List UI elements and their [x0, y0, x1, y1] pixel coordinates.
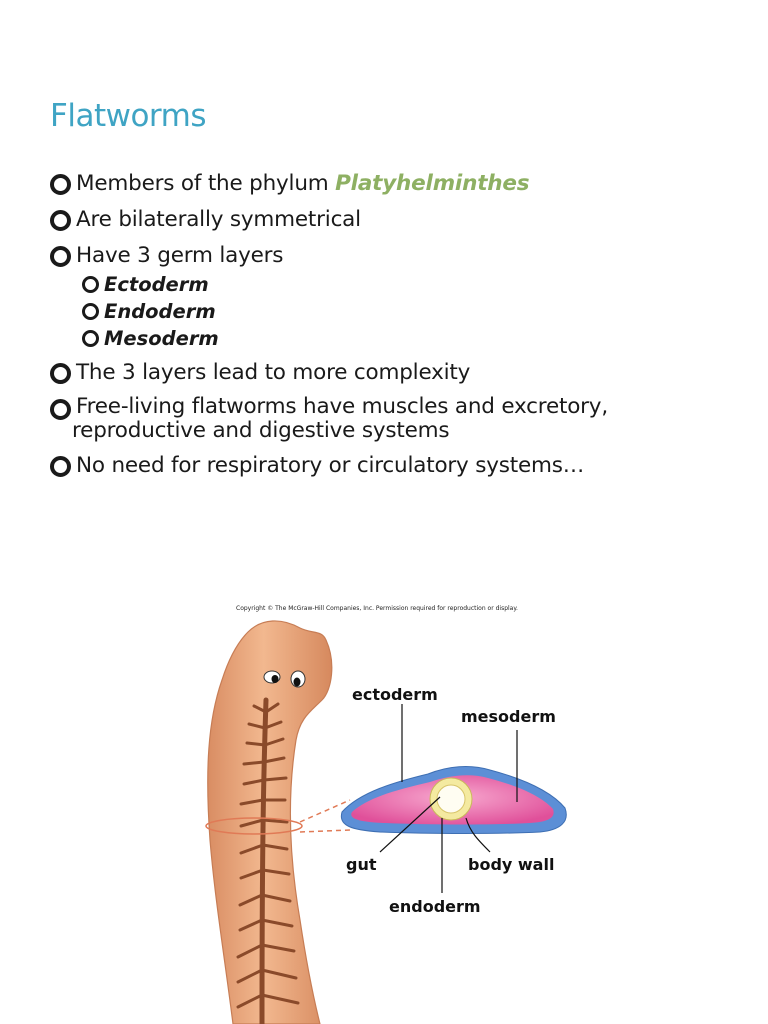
cross-section: [340, 766, 567, 834]
bullet-no-respiratory: No need for respiratory or circulatory s…: [50, 452, 750, 479]
flatworm-body: [207, 620, 333, 1024]
eye-icon: [263, 670, 281, 684]
sub-bullet-ring-icon: [82, 276, 99, 293]
eye-icon: [290, 670, 306, 688]
sub-bullet-ectoderm: Ectoderm: [82, 272, 750, 297]
bullet-free-living: Free-living flatworms have muscles and e…: [50, 395, 750, 443]
digestive-tract: [236, 697, 300, 1024]
slide-title: Flatworms: [50, 98, 206, 134]
bullet-text: The 3 layers lead to more complexity: [76, 360, 471, 385]
sub-bullet-text: Ectoderm: [104, 273, 209, 296]
bullet-text: Members of the phylum: [76, 171, 336, 196]
bullet-ring-icon: [50, 174, 71, 195]
label-leaders: [379, 704, 518, 893]
bullet-ring-icon: [50, 246, 71, 267]
bullet-text-continued: reproductive and digestive systems: [72, 418, 450, 443]
sub-bullet-endoderm: Endoderm: [82, 299, 750, 324]
label-body-wall: body wall: [468, 855, 555, 874]
sub-bullet-text: Endoderm: [104, 300, 216, 323]
label-ectoderm: ectoderm: [352, 685, 438, 704]
bullet-germ-layers: Have 3 germ layers: [50, 242, 750, 269]
sub-bullet-ring-icon: [82, 303, 99, 320]
bullet-complexity: The 3 layers lead to more complexity: [50, 359, 750, 386]
sub-bullet-mesoderm: Mesoderm: [82, 326, 750, 351]
bullet-ring-icon: [50, 363, 71, 384]
bullet-text: Are bilaterally symmetrical: [76, 207, 361, 232]
bullet-ring-icon: [50, 399, 71, 420]
bullet-text: No need for respiratory or circulatory s…: [76, 453, 585, 478]
label-mesoderm: mesoderm: [461, 707, 556, 726]
bullet-phylum: Members of the phylum Platyhelminthes: [50, 170, 750, 197]
species-name: Platyhelminthes: [335, 171, 530, 196]
bullet-ring-icon: [50, 210, 71, 231]
germ-layer-list: Ectoderm Endoderm Mesoderm: [50, 272, 750, 351]
bullet-symmetry: Are bilaterally symmetrical: [50, 206, 750, 233]
sub-bullet-ring-icon: [82, 330, 99, 347]
section-pointer-line: [299, 829, 351, 833]
copyright-notice: Copyright © The McGraw-Hill Companies, I…: [236, 605, 518, 612]
section-ring: [205, 817, 303, 835]
bullet-text: Have 3 germ layers: [76, 243, 284, 268]
label-endoderm: endoderm: [389, 897, 481, 916]
label-gut: gut: [346, 855, 377, 874]
bullet-list: Members of the phylum Platyhelminthes Ar…: [50, 170, 750, 488]
sub-bullet-text: Mesoderm: [104, 327, 219, 350]
bullet-ring-icon: [50, 456, 71, 477]
section-pointer-line: [299, 799, 351, 823]
bullet-text: Free-living flatworms have muscles and e…: [76, 394, 608, 419]
